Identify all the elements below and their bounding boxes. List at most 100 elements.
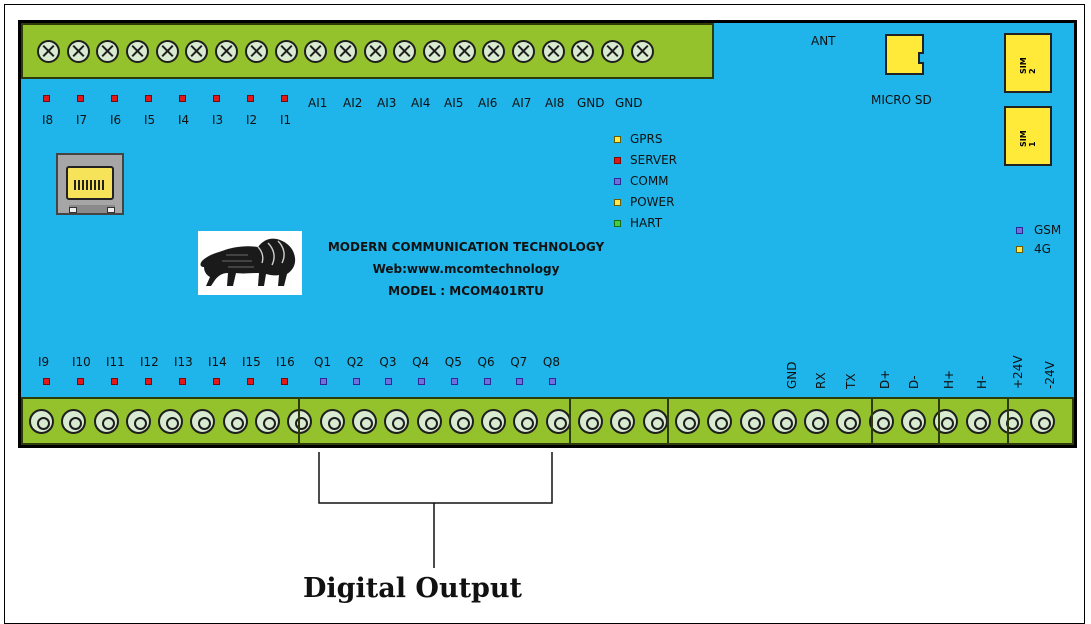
output-led	[385, 378, 393, 385]
status-label: SERVER	[630, 153, 678, 167]
terminal-screw-icon	[155, 39, 179, 63]
input-label: I1	[280, 113, 292, 127]
input-led	[213, 95, 220, 102]
input-label: I11	[106, 355, 125, 369]
terminal-screw-icon	[481, 408, 507, 434]
analog-label: AI6	[478, 96, 498, 110]
output-label: Q1	[314, 355, 332, 369]
status-led	[614, 178, 621, 185]
terminal-screw-icon	[96, 39, 120, 63]
terminal-screw-icon	[674, 408, 700, 434]
input-label: I10	[72, 355, 91, 369]
terminal-screw-icon	[997, 408, 1023, 434]
terminal-divider	[569, 397, 571, 445]
top-terminal-strip	[21, 23, 714, 79]
terminal-screw-icon	[125, 408, 151, 434]
terminal-screw-icon	[363, 39, 387, 63]
input-label: I6	[110, 113, 122, 127]
output-label: Q4	[412, 355, 430, 369]
terminal-screw-icon	[255, 408, 281, 434]
analog-label: AI3	[377, 96, 397, 110]
output-led	[548, 378, 556, 385]
micro-sd-slot	[885, 34, 924, 75]
bottom-terminal-strip	[21, 397, 1074, 445]
terminal-screw-icon	[1030, 408, 1056, 434]
analog-label: GND	[615, 96, 643, 110]
sim1-slot: SIM 1	[1004, 106, 1052, 166]
output-led	[516, 378, 524, 385]
terminal-screw-icon	[416, 408, 442, 434]
terminal-divider	[667, 397, 669, 445]
input-label: I3	[212, 113, 224, 127]
terminal-screw-icon	[610, 408, 636, 434]
terminal-screw-icon	[965, 408, 991, 434]
terminal-screw-icon	[739, 408, 765, 434]
output-led	[418, 378, 426, 385]
terminal-screw-icon	[541, 39, 565, 63]
ethernet-jack	[66, 166, 114, 200]
digital-output-label: Digital Output	[303, 573, 523, 604]
terminal-screw-icon	[244, 39, 268, 63]
input-label: I15	[242, 355, 261, 369]
network-led	[1016, 227, 1023, 234]
input-label: I2	[246, 113, 258, 127]
comm-label: GND	[785, 361, 799, 389]
status-label: HART	[630, 216, 663, 230]
input-led	[247, 95, 254, 102]
terminal-screw-icon	[422, 39, 446, 63]
terminal-screw-icon	[513, 408, 539, 434]
comm-label: D+	[878, 369, 892, 389]
status-led	[614, 220, 621, 227]
input-led	[179, 95, 186, 102]
output-led	[450, 378, 458, 385]
output-led	[320, 378, 327, 385]
terminal-screw-icon	[642, 408, 668, 434]
analog-label: AI1	[308, 96, 328, 110]
terminal-divider	[871, 397, 873, 445]
lion-logo	[198, 231, 302, 295]
terminal-screw-icon	[333, 39, 357, 63]
terminal-screw-icon	[304, 39, 328, 63]
output-led	[352, 378, 360, 385]
sim1-label: SIM 1	[1019, 130, 1037, 147]
terminal-screw-icon	[158, 408, 184, 434]
sim2-slot: SIM 2	[1004, 33, 1052, 93]
terminal-screw-icon	[933, 408, 959, 434]
comm-label: D-	[907, 375, 921, 389]
input-label: I4	[178, 113, 190, 127]
terminal-screw-icon	[578, 408, 604, 434]
terminal-screw-icon	[190, 408, 216, 434]
terminal-screw-icon	[836, 408, 862, 434]
output-label: Q6	[477, 355, 495, 369]
output-label: Q8	[542, 355, 560, 369]
terminal-screw-icon	[512, 39, 535, 63]
input-led	[247, 378, 254, 385]
ethernet-port-icon	[56, 153, 124, 215]
terminal-divider	[1007, 397, 1009, 445]
input-led	[281, 378, 288, 385]
input-led	[213, 378, 220, 385]
terminal-screw-icon	[215, 39, 239, 63]
input-led	[77, 95, 84, 102]
network-led	[1016, 246, 1023, 253]
terminal-screw-icon	[37, 39, 60, 63]
output-label: Q3	[379, 355, 397, 369]
status-label: COMM	[630, 174, 669, 188]
terminal-screw-icon	[185, 39, 209, 63]
comm-label: TX	[844, 373, 858, 389]
input-led	[111, 378, 118, 385]
terminal-screw-icon	[571, 39, 595, 63]
status-led	[614, 199, 621, 206]
ethernet-latch	[69, 205, 115, 213]
terminal-divider	[298, 397, 300, 445]
input-led	[77, 378, 84, 385]
sim2-label: SIM 2	[1019, 57, 1037, 74]
input-label: I12	[140, 355, 159, 369]
input-label: I13	[174, 355, 193, 369]
input-label: I9	[38, 355, 50, 369]
analog-label: AI5	[444, 96, 464, 110]
terminal-screw-icon	[771, 408, 797, 434]
status-label: POWER	[630, 195, 675, 209]
terminal-screw-icon	[901, 408, 927, 434]
input-led	[145, 95, 152, 102]
